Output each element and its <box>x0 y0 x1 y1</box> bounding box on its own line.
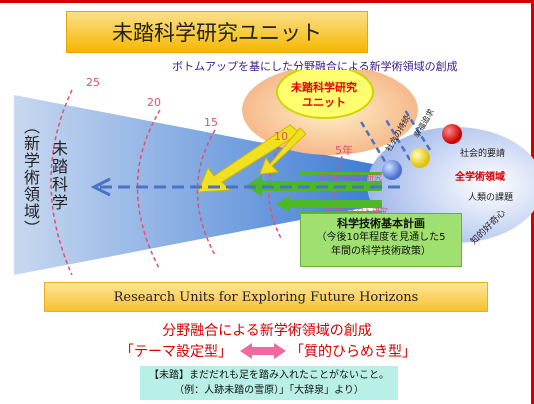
type-theme: 「テーマ設定型」 <box>120 344 232 360</box>
yellow-arrow-main <box>197 124 301 193</box>
driver-all-fields: 全学術領域 <box>455 172 505 183</box>
green-arrow-2 <box>290 200 382 208</box>
year-label-10: 10 <box>274 130 288 143</box>
unit-bubble <box>276 70 374 119</box>
unit-bubble-label: 未踏科学研究 ユニット <box>280 80 368 110</box>
page-title: 未踏科学研究ユニット <box>112 21 322 45</box>
driver-social: 社会的要請 <box>460 149 506 159</box>
fusion-heading: 分野融合による新学術領域の創成 <box>162 323 372 339</box>
yellow-arrow-small <box>259 127 307 175</box>
up-arrow-3 <box>403 109 432 151</box>
basic-plan-title: 科学技術基本計画 <box>337 217 425 230</box>
type-insight: 「質的ひらめき型」 <box>290 344 416 360</box>
green-line-1 <box>300 172 382 175</box>
english-banner: Research Units for Exploring Future Hori… <box>44 282 488 312</box>
double-arrow-icon <box>240 343 286 359</box>
english-banner-text: Research Units for Exploring Future Hori… <box>113 289 419 305</box>
basic-plan-box: 科学技術基本計画 （今後10年程度を見通した5 年間の科学技術政策） <box>300 213 462 267</box>
ball-yellow <box>410 148 430 168</box>
definition-note: 【未踏】まだだれも足を踏み入れたことがないこと。 （例：人跡未踏の雪原）」「大辞… <box>140 366 398 400</box>
unit-bubble-line2: ユニット <box>302 96 346 109</box>
year-label-5: 5年 <box>335 144 353 157</box>
arc-15 <box>196 129 216 256</box>
up-arrow-2 <box>383 117 412 161</box>
unit-bubble-line1: 未踏科学研究 <box>291 81 357 94</box>
year-label-20: 20 <box>147 96 161 109</box>
frame-top-rule <box>0 0 534 3</box>
title-banner: 未踏科学研究ユニット <box>66 11 368 53</box>
year-label-25: 25 <box>86 76 100 89</box>
green-arrow-2-head <box>276 195 290 213</box>
year-label-15: 15 <box>204 116 218 129</box>
subtitle: ボトムアップを基にした分野融合による新学術領域の創成 <box>172 60 458 73</box>
driver-humanity: 人類の課題 <box>468 193 514 203</box>
basic-plan-line2: 年間の科学技術政策） <box>331 246 431 257</box>
note-line2: （例：人跡未踏の雪原）」「大辞泉」より） <box>174 385 364 396</box>
horizon-diagram <box>14 70 534 276</box>
unit-types: 「テーマ設定型」 「質的ひらめき型」 <box>110 341 430 361</box>
project-label-2: プロジェクト研究 <box>324 207 388 216</box>
blue-dashed-arrow-head <box>90 177 111 197</box>
basic-plan-line1: （今後10年程度を見通した5 <box>316 232 446 243</box>
arc-25 <box>50 89 73 276</box>
new-field-title: 未踏科学 <box>49 140 68 212</box>
project-label-1: プロジェクト研究 <box>318 173 382 182</box>
ball-red <box>442 124 462 144</box>
note-line1: 【未踏】まだだれも足を踏み入れたことがないこと。 <box>149 370 389 381</box>
new-field-paren: （新学術領域） <box>21 118 40 237</box>
green-line-2 <box>300 211 382 214</box>
ball-blue <box>382 160 402 180</box>
